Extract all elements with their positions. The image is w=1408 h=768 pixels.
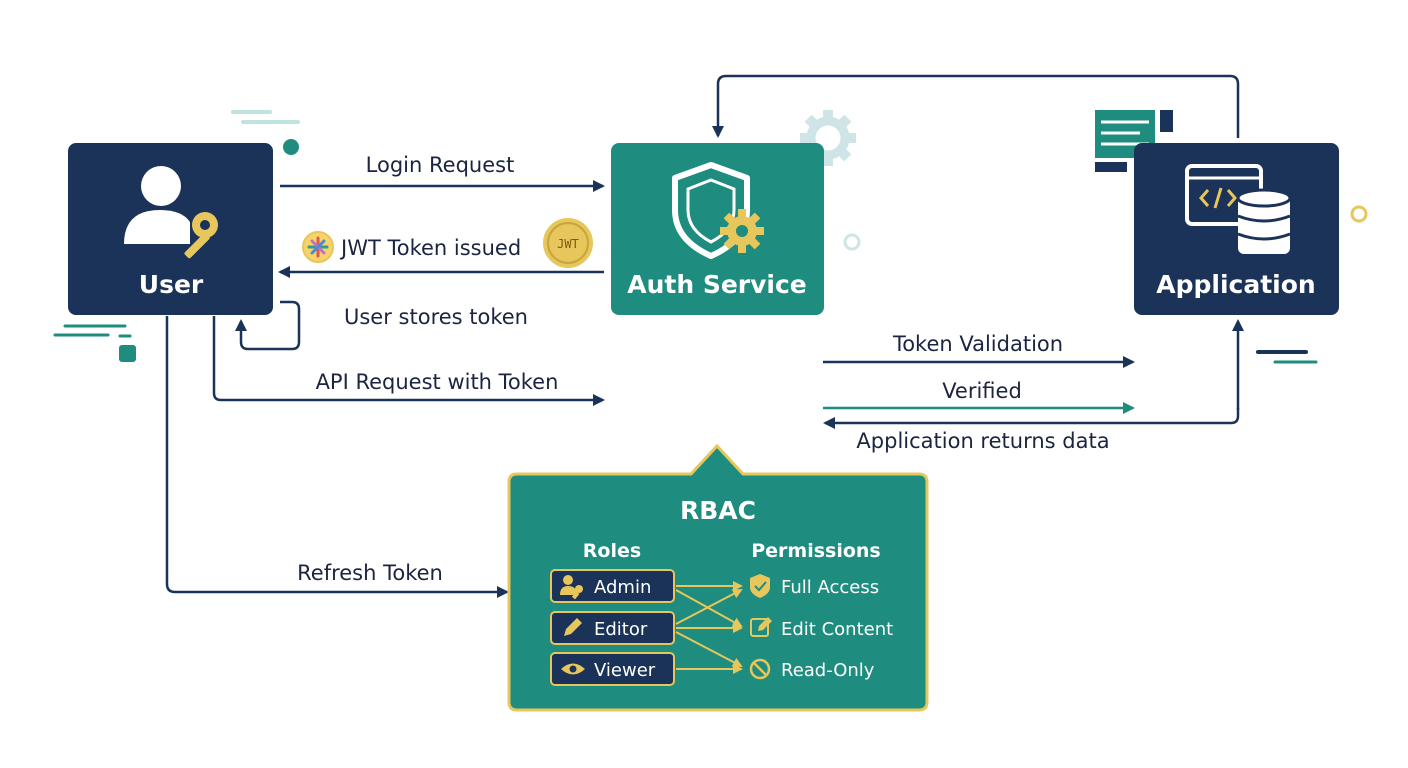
shield-check-icon bbox=[750, 574, 770, 598]
api-request-label: API Request with Token bbox=[316, 370, 559, 394]
roles-heading: Roles bbox=[583, 540, 641, 562]
pencil-icon bbox=[564, 618, 582, 636]
rbac-title: RBAC bbox=[680, 496, 756, 525]
decorative-ring-gold bbox=[1350, 205, 1368, 223]
permission-read-only-label: Read-Only bbox=[781, 660, 875, 681]
eye-icon bbox=[561, 663, 585, 675]
decorative-lines-top-left bbox=[231, 110, 300, 155]
arrows bbox=[165, 74, 1244, 598]
user-node[interactable]: User bbox=[68, 143, 273, 315]
role-viewer-label: Viewer bbox=[594, 660, 656, 681]
user-icon bbox=[124, 166, 190, 244]
role-viewer[interactable]: Viewer bbox=[550, 652, 675, 686]
login-request-label: Login Request bbox=[366, 153, 515, 177]
decorative-document-icon bbox=[1095, 110, 1173, 172]
permission-full-access-label: Full Access bbox=[781, 577, 879, 598]
verified-label: Verified bbox=[942, 379, 1022, 403]
auth-service-label: Auth Service bbox=[627, 270, 807, 299]
edit-icon bbox=[750, 617, 772, 637]
database-icon bbox=[1236, 188, 1292, 254]
jwt-issued-label: JWT Token issued bbox=[339, 236, 521, 260]
decorative-ring bbox=[843, 233, 861, 251]
role-permission-mappings bbox=[675, 581, 743, 674]
permissions-heading: Permissions bbox=[751, 540, 881, 562]
rbac-panel: RBAC Roles Permissions Admin bbox=[507, 443, 929, 712]
returns-data-label: Application returns data bbox=[856, 429, 1109, 453]
permission-edit-content-label: Edit Content bbox=[781, 619, 893, 640]
application-node[interactable]: Application bbox=[1134, 143, 1339, 315]
refresh-token-label: Refresh Token bbox=[297, 561, 443, 585]
returns-data-arrow bbox=[823, 408, 1240, 429]
no-entry-icon bbox=[749, 658, 771, 680]
permission-edit-content: Edit Content bbox=[750, 617, 893, 640]
auth-service-node[interactable]: Auth Service bbox=[611, 143, 824, 315]
role-admin[interactable]: Admin bbox=[550, 569, 675, 603]
permission-read-only: Read-Only bbox=[749, 658, 875, 681]
jwt-badge-text: JWT bbox=[557, 237, 579, 251]
role-admin-label: Admin bbox=[594, 577, 651, 598]
token-validation-label: Token Validation bbox=[892, 332, 1063, 356]
key-icon bbox=[184, 212, 218, 259]
decorative-lines-right bbox=[1256, 350, 1318, 364]
user-stores-token-arrow bbox=[235, 300, 301, 351]
application-label: Application bbox=[1156, 270, 1315, 299]
role-editor[interactable]: Editor bbox=[550, 611, 675, 645]
permission-full-access: Full Access bbox=[750, 574, 879, 598]
admin-icon bbox=[560, 575, 583, 600]
api-request-arrow bbox=[212, 316, 605, 406]
token-icon bbox=[302, 231, 334, 263]
user-label: User bbox=[139, 270, 204, 299]
refresh-token-arrow bbox=[165, 316, 509, 598]
jwt-label-group: JWT Token issued JWT bbox=[302, 218, 593, 268]
user-stores-token-label: User stores token bbox=[344, 305, 528, 329]
decorative-lines-left bbox=[53, 324, 136, 362]
jwt-badge: JWT bbox=[543, 218, 593, 268]
gear-icon bbox=[720, 209, 764, 253]
app-to-auth-loop-arrow bbox=[712, 74, 1240, 138]
role-editor-label: Editor bbox=[594, 619, 648, 640]
